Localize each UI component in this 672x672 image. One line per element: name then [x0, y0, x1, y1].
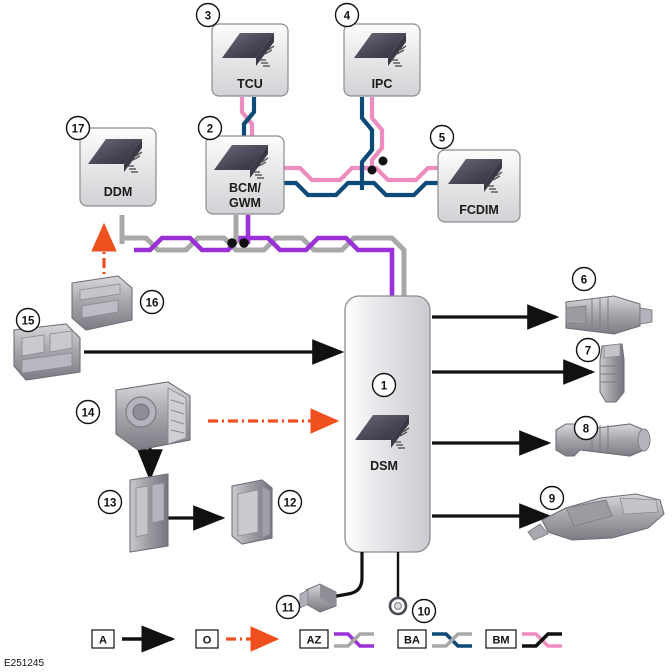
callout-16-text: 16 — [146, 298, 159, 310]
callout-3: 3 — [195, 2, 221, 28]
module-dsm[interactable]: DSM — [344, 295, 431, 553]
orange-signal-arrows — [91, 222, 340, 434]
component-16-switch-icon[interactable] — [71, 275, 133, 331]
dsm-chip-icon — [355, 415, 410, 449]
callout-8-text: 8 — [583, 424, 590, 436]
callout-17: 17 — [65, 115, 91, 141]
callout-5-text: 5 — [439, 133, 446, 145]
module-ipc-label: IPC — [372, 77, 393, 91]
component-14-keyless-module-icon[interactable] — [115, 381, 191, 451]
callout-1: 1 — [371, 372, 397, 398]
module-ddm-label: DDM — [104, 185, 132, 199]
callout-13-text: 13 — [104, 498, 117, 510]
callout-5: 5 — [429, 124, 455, 150]
callout-17-text: 17 — [72, 124, 85, 136]
callout-16: 16 — [139, 289, 165, 315]
callout-10-text: 10 — [418, 607, 431, 619]
callout-10: 10 — [411, 598, 437, 624]
signal-arrows — [84, 304, 596, 531]
module-ipc[interactable]: IPC — [343, 23, 421, 97]
component-10-sensor-ring-icon[interactable] — [388, 596, 408, 616]
module-tcu[interactable]: TCU — [211, 23, 289, 97]
component-11-connector-icon[interactable] — [299, 583, 337, 613]
dsm-bottom-links — [325, 552, 400, 600]
callout-15-text: 15 — [22, 316, 35, 328]
figure-code: E251245 — [4, 658, 44, 669]
module-dsm-label: DSM — [370, 459, 398, 473]
legend-key-o: O — [203, 635, 212, 647]
callout-9: 9 — [539, 485, 565, 511]
component-13-module-slot-icon[interactable] — [129, 473, 169, 553]
callout-3-text: 3 — [205, 11, 211, 23]
component-15-switchpack-icon[interactable] — [13, 323, 81, 381]
legend-key-az: AZ — [307, 635, 322, 647]
callout-1-text: 1 — [381, 381, 388, 393]
module-fcdim[interactable]: FCDIM — [437, 149, 521, 223]
callout-11-text: 11 — [282, 603, 295, 615]
bcm-chip-icon — [214, 145, 269, 179]
ddm-chip-icon — [88, 139, 143, 173]
callout-6: 6 — [571, 266, 597, 292]
legend: A O AZ BA BM — [91, 625, 562, 653]
callout-6-text: 6 — [581, 275, 587, 287]
callout-7: 7 — [575, 337, 601, 363]
module-bcm-gwm[interactable]: BCM/ GWM — [205, 135, 285, 215]
callout-11: 11 — [275, 594, 301, 620]
callout-4-text: 4 — [344, 11, 351, 23]
module-bcm-label: BCM/ — [229, 181, 261, 195]
ipc-chip-icon — [354, 33, 407, 67]
tcu-chip-icon — [222, 33, 275, 67]
callout-2-text: 2 — [207, 124, 213, 136]
component-6-motor-icon[interactable] — [565, 295, 653, 335]
component-9-mirror-icon[interactable] — [527, 493, 665, 541]
callout-4: 4 — [334, 2, 360, 28]
callout-9-text: 9 — [549, 494, 555, 506]
legend-key-bm: BM — [492, 635, 509, 647]
component-7-actuator-icon[interactable] — [599, 343, 625, 403]
module-tcu-label: TCU — [237, 77, 263, 91]
callout-12: 12 — [277, 489, 303, 515]
legend-key-ba: BA — [404, 635, 420, 647]
callout-12-text: 12 — [284, 498, 297, 510]
callout-14-text: 14 — [82, 408, 95, 420]
component-8-motor-small-icon[interactable] — [555, 423, 651, 457]
callout-14: 14 — [75, 399, 101, 425]
legend-key-a: A — [99, 635, 107, 647]
module-ddm[interactable]: DDM — [79, 127, 157, 207]
callout-2: 2 — [197, 115, 223, 141]
callout-7-text: 7 — [585, 346, 591, 358]
callout-13: 13 — [97, 489, 123, 515]
component-12-module-block-icon[interactable] — [231, 479, 273, 545]
callout-15: 15 — [15, 307, 41, 333]
fcdim-chip-icon — [448, 159, 503, 193]
module-gwm-label: GWM — [229, 196, 261, 210]
module-fcdim-label: FCDIM — [459, 203, 499, 217]
mid-bus-lines — [119, 215, 407, 300]
callout-8: 8 — [573, 415, 599, 441]
